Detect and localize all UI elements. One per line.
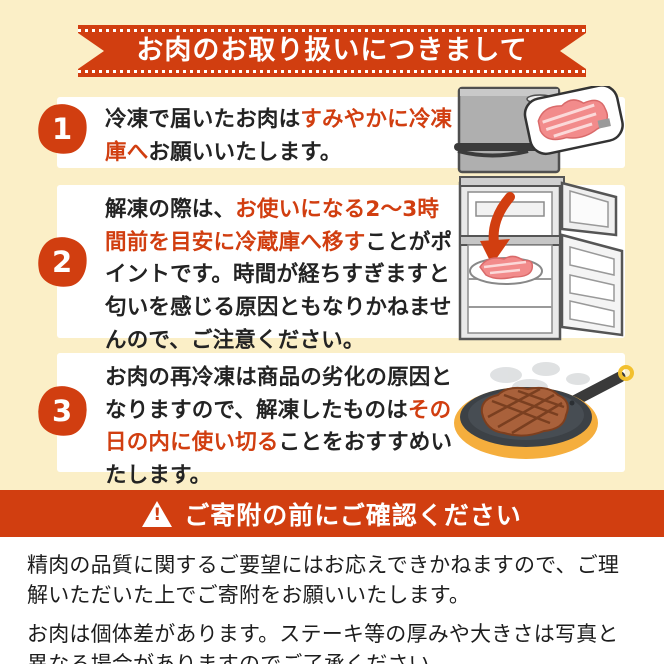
freezer-illustration [452,84,628,174]
text-segment-red: その日の内に使い切る [105,397,452,456]
ribbon-stitch-top [78,29,586,32]
text-segment-black: 冷凍で届いたお肉は [105,107,301,132]
disclaimer-paragraph-quality: 精肉の品質に関するご要望にはお応えできかねますので、ご理解いただいた上でご寄附を… [27,553,620,608]
refrigerator-illustration [448,175,630,343]
step-2-number: 2 [52,245,73,279]
step-1-text: 冷凍で届いたお肉はすみやかに冷凍庫へお願いいたします。 [105,104,457,169]
banner-title: ご寄附の前にご確認ください [184,500,522,530]
warning-triangle-icon: ! [142,500,173,527]
step-3-text: お肉の再冷凍は商品の劣化の原因となりますので、解凍したものはその日の内に使い切る… [105,362,457,493]
text-segment-black: ことがポイントです。時間が経ちすぎますと匂いを感じる原因ともなりかねませんので、… [105,229,453,353]
page-title: お肉のお取り扱いにつきまして [136,35,528,66]
text-segment-black: ことをおすすめいたします。 [105,430,453,489]
frying-pan-illustration [446,361,640,467]
ribbon-stitch-bottom [78,70,586,73]
text-segment-black: お願いいたします。 [148,139,342,165]
text-segment-red: お使いになる2〜3時間前を目安に冷蔵庫へ移す [105,197,440,255]
disclaimer-paragraph-variation: お肉は個体差があります。ステーキ等の厚みや大きさは写真と異なる場合がありますので… [27,622,619,664]
freezer-with-meat-pack-icon [454,84,624,174]
frying-pan-with-steak-icon [454,362,634,459]
header-ribbon: お肉のお取り扱いにつきまして [78,25,586,77]
ribbon-notch-right [560,33,586,69]
step-2-text: 解凍の際は、お使いになる2〜3時間前を目安に冷蔵庫へ移すことがポイントです。時間… [105,194,457,357]
text-segment-black: 解凍の際は、 [105,197,236,222]
footer-disclaimer: 精肉の品質に関するご要望にはお応えできかねますので、ご理解いただいた上でご寄附を… [0,537,664,664]
open-refrigerator-with-arrow-icon [458,176,624,341]
step-1-number: 1 [52,112,73,146]
text-segment-black: お肉の再冷凍は商品の劣化の原因となりますので、解凍したものは [105,365,453,423]
ribbon-notch-left [78,33,104,69]
down-arrow-icon [480,192,515,265]
confirm-before-donation-banner: ! ご寄附の前にご確認ください [0,490,664,537]
step-3-number: 3 [52,394,73,428]
text-segment-red: すみやかに冷凍庫へ [105,107,453,165]
